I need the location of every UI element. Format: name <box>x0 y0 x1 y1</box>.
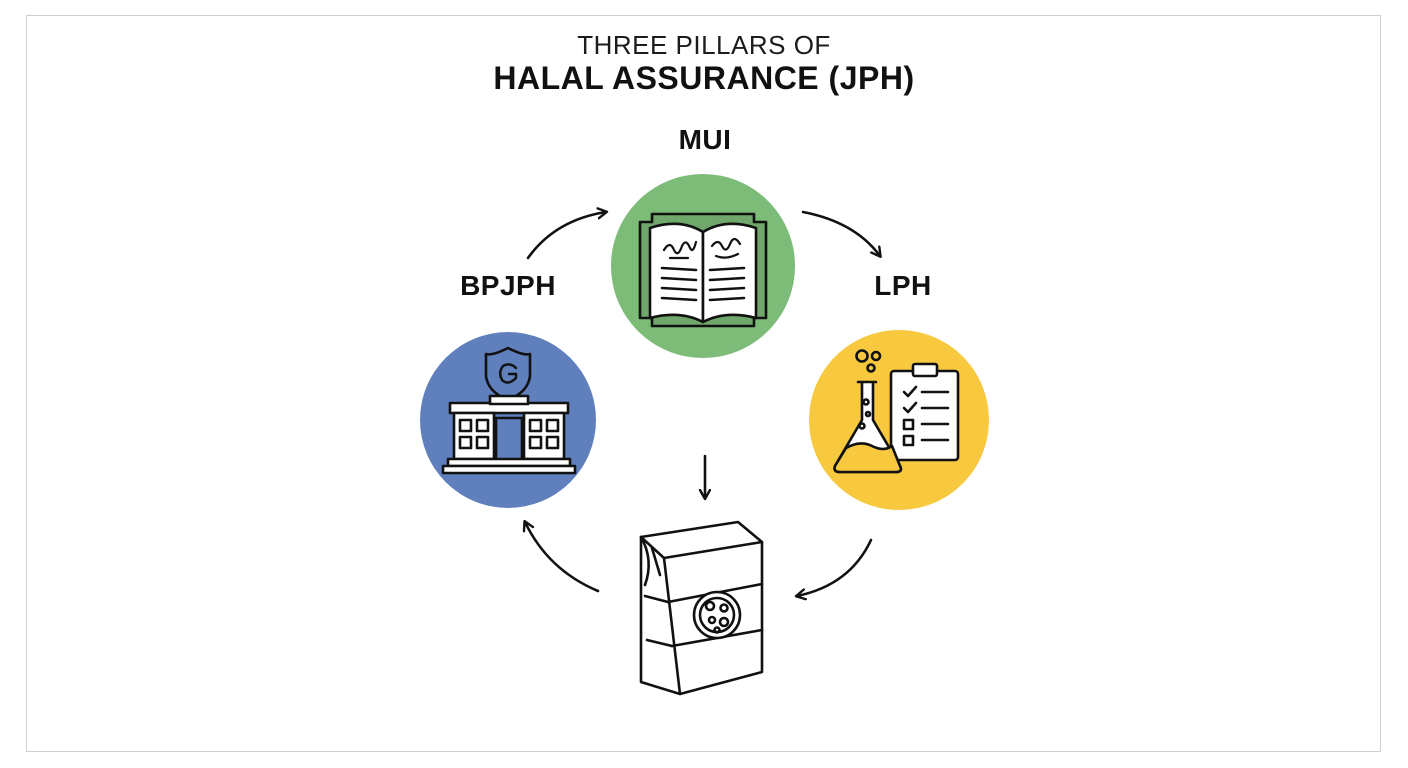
arrow-bpjph-to-mui <box>526 212 606 260</box>
open-quran-book-icon <box>638 212 768 328</box>
bpjph-label: BPJPH <box>460 270 556 301</box>
arrow-product-to-bpjph <box>525 522 600 593</box>
bpjph-node <box>420 332 596 508</box>
halal-product-package-icon <box>639 520 764 696</box>
lab-flask-checklist-icon <box>833 349 960 474</box>
title-line-2: HALAL ASSURANCE (JPH) <box>493 60 915 96</box>
title-line-1: THREE PILLARS OF <box>577 30 831 60</box>
cycle-arrows <box>525 212 880 596</box>
arrow-mui-to-lph <box>801 210 880 256</box>
mui-label: MUI <box>678 124 732 155</box>
lph-label: LPH <box>874 270 932 301</box>
arrow-lph-to-product <box>797 538 873 596</box>
government-building-shield-icon <box>441 346 577 475</box>
mui-node <box>611 174 795 358</box>
lph-node <box>809 330 989 510</box>
